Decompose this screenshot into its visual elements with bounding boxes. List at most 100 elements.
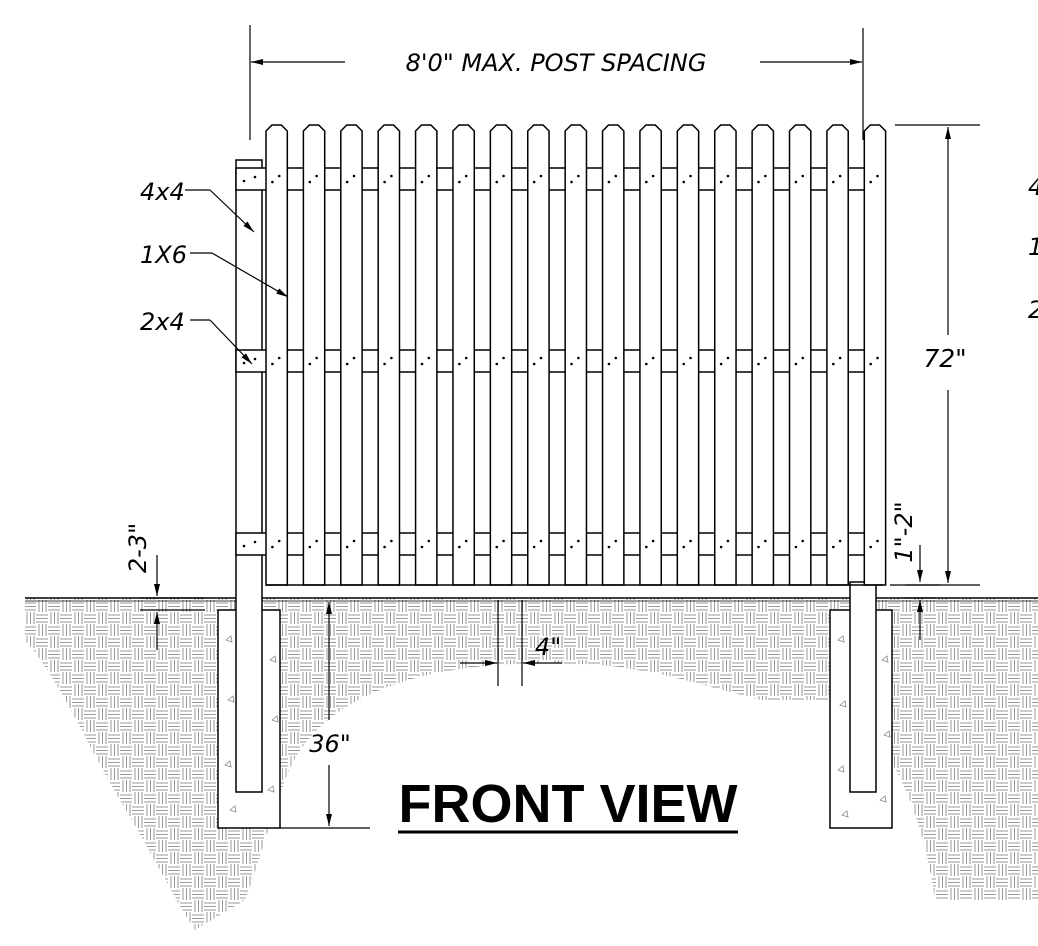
height-label: 72" (923, 344, 966, 373)
cut-off-text-3: 2 (1028, 296, 1038, 324)
nail (726, 174, 730, 178)
fence-board (414, 124, 438, 586)
grade-left-dimension (140, 555, 205, 650)
nail (390, 174, 393, 178)
nail (869, 180, 872, 184)
nail (427, 174, 431, 178)
nail (726, 539, 730, 543)
aggregate-mark (227, 695, 235, 703)
nail (458, 180, 461, 184)
nail (682, 545, 686, 549)
nail (420, 180, 424, 184)
nail (242, 361, 246, 365)
nail (838, 356, 842, 360)
nail (832, 180, 835, 184)
nail (420, 545, 424, 549)
fence-board (713, 124, 737, 586)
nail (645, 362, 648, 366)
fence-board (788, 124, 812, 586)
nail (352, 174, 356, 178)
nail (577, 539, 580, 543)
nail (277, 174, 281, 178)
leaders (185, 189, 289, 365)
nail (383, 545, 386, 549)
nail (502, 356, 505, 360)
nail (253, 357, 257, 361)
aggregate-mark (224, 760, 232, 768)
nail (495, 362, 499, 366)
aggregate-mark (881, 655, 889, 663)
nail (719, 545, 723, 549)
nail (832, 545, 835, 549)
nail (464, 539, 468, 543)
aggregate-mark (225, 635, 233, 643)
cut-off-text-2: 1 (1028, 233, 1038, 261)
nail (271, 362, 274, 366)
nail (577, 356, 580, 360)
nail (645, 545, 648, 549)
nail (532, 545, 536, 549)
post-right (849, 581, 877, 793)
depth-dimension (280, 602, 370, 829)
nail (532, 180, 536, 184)
nail (495, 545, 499, 549)
nail (607, 180, 611, 184)
nail (532, 362, 536, 366)
nail-dots (242, 174, 879, 549)
nail (682, 180, 686, 184)
nail (876, 539, 879, 543)
grade-right-dimension (905, 545, 940, 640)
nail (345, 180, 349, 184)
grade-right-label: 1"-2" (890, 501, 918, 562)
nail (502, 539, 505, 543)
post-spacing-label: 8'0" MAX. POST SPACING (406, 49, 707, 77)
nail (458, 362, 461, 366)
aggregate-mark (879, 795, 887, 803)
rail (235, 532, 884, 556)
nail (689, 174, 692, 178)
aggregate-mark (267, 785, 275, 793)
post-spacing-dimension (249, 25, 864, 140)
post-callout: 4x4 (140, 178, 185, 206)
fence-board (639, 124, 663, 586)
nail (869, 362, 872, 366)
aggregate-mark (269, 655, 277, 663)
rail (235, 349, 884, 373)
nail (464, 174, 468, 178)
nail (607, 362, 611, 366)
fence-board (564, 124, 588, 586)
nail (614, 174, 618, 178)
nail (315, 356, 318, 360)
footing-gap-label: 4" (535, 633, 561, 661)
nail (345, 545, 349, 549)
nail (315, 539, 318, 543)
concrete-aggregate (224, 635, 891, 818)
aggregate-mark (271, 715, 279, 723)
nail (801, 539, 805, 543)
nail (420, 362, 424, 366)
nail (352, 539, 356, 543)
nail (383, 362, 386, 366)
nail (757, 180, 760, 184)
nail (651, 356, 655, 360)
aggregate-mark (883, 730, 891, 738)
board-callout: 1X6 (140, 241, 187, 269)
nail (577, 174, 580, 178)
nail (726, 356, 730, 360)
nail (832, 362, 835, 366)
fence-board (826, 124, 849, 586)
nail (352, 356, 356, 360)
nail (458, 545, 461, 549)
nail (794, 180, 798, 184)
fence-board (751, 124, 775, 586)
depth-label: 36" (309, 730, 351, 758)
fence-board (265, 124, 289, 586)
fence-board (676, 124, 700, 586)
nail (308, 180, 312, 184)
nail (315, 174, 318, 178)
nail (764, 174, 767, 178)
nail (570, 362, 573, 366)
nail (689, 356, 692, 360)
